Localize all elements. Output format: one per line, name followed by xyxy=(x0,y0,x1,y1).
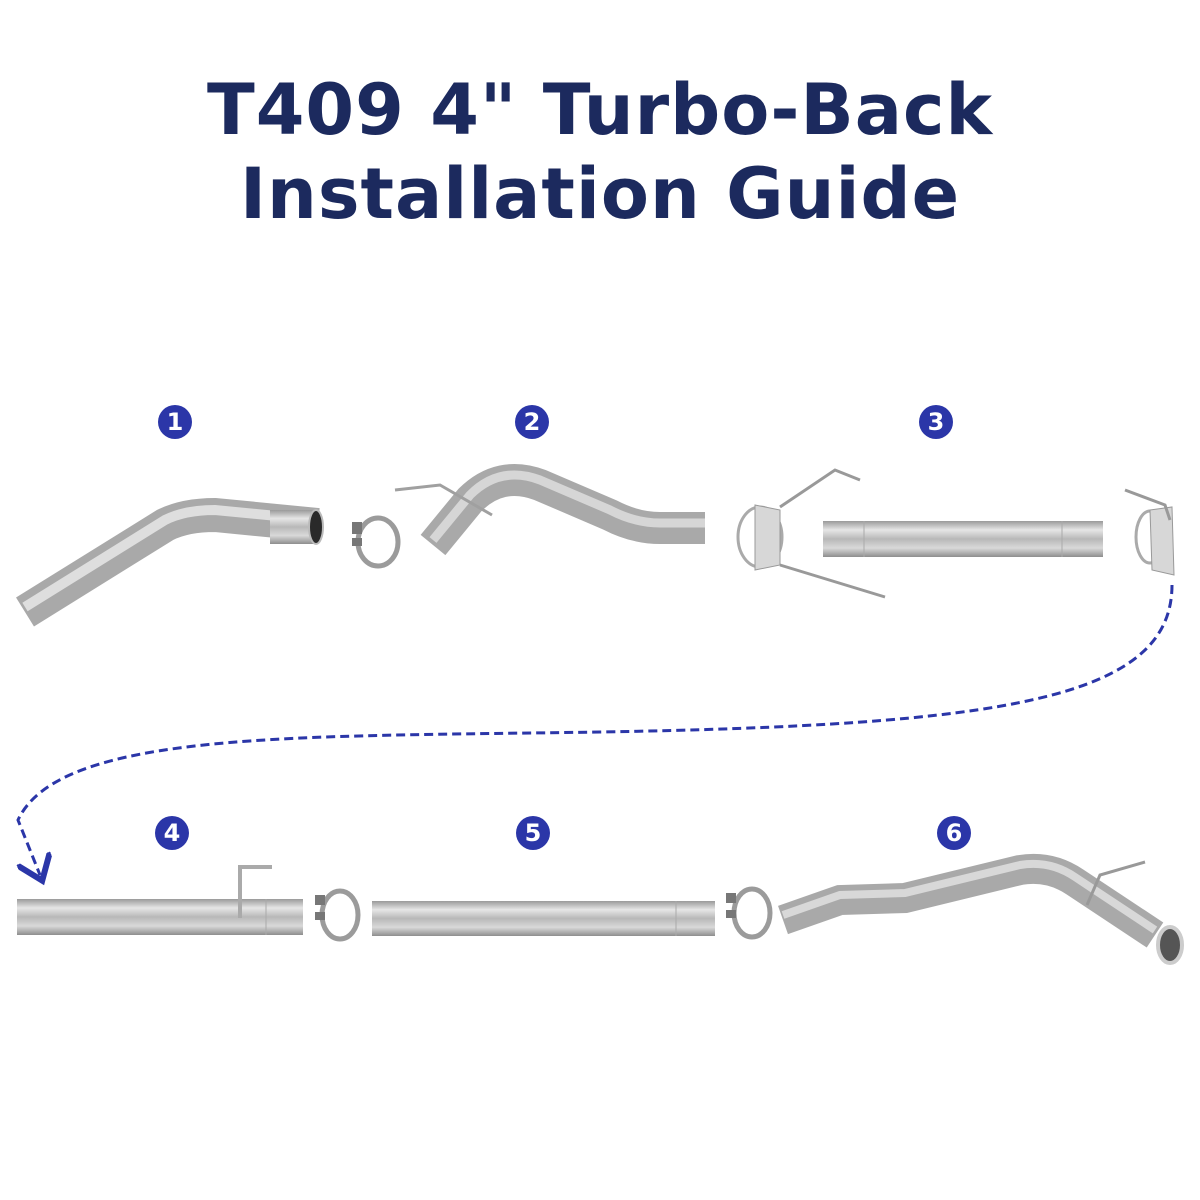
step-badge-2: 2 xyxy=(515,405,549,439)
part-3-straight-pipe xyxy=(823,521,1103,557)
part-3-u-bolt-hanger-left xyxy=(736,468,886,599)
step-badge-5: 5 xyxy=(516,816,550,850)
step-badge-4: 4 xyxy=(155,816,189,850)
part-clamp-1 xyxy=(352,515,401,569)
title-line-2: Installation Guide xyxy=(239,153,961,235)
part-2-s-bend-pipe xyxy=(394,464,705,556)
step-badge-1: 1 xyxy=(158,405,192,439)
connector-dashed-arrow xyxy=(16,584,1174,875)
part-6-tailpipe xyxy=(778,853,1184,965)
step-badge-6: 6 xyxy=(937,816,971,850)
title-line-1: T409 4" Turbo-Back xyxy=(206,69,994,151)
part-5-straight-pipe xyxy=(372,901,715,936)
part-1-bent-pipe xyxy=(16,497,324,627)
page-title: T409 4" Turbo-Back Installation Guide xyxy=(0,68,1200,236)
part-4-straight-pipe xyxy=(17,865,303,935)
step-badge-3: 3 xyxy=(919,405,953,439)
part-clamp-2 xyxy=(315,888,361,942)
part-3-u-bolt-hanger-right xyxy=(1124,488,1175,576)
part-clamp-3 xyxy=(726,886,773,940)
